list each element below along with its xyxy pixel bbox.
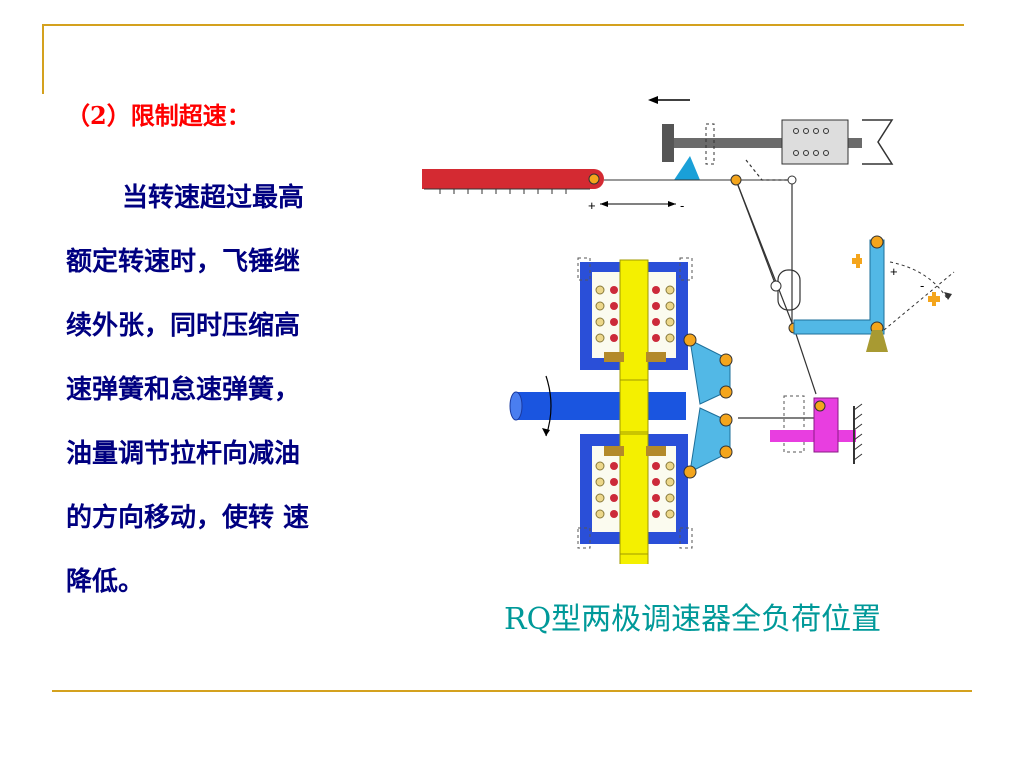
control-rod [662,119,894,180]
rack-travel-indicator: + - [588,198,684,213]
body-text: 当转速超过最高 额定转速时，飞锤继 续外张，同时压缩高 速弹簧和怠速弹簧， 油量… [66,166,386,614]
linkage [735,159,817,419]
plus-label: + [588,198,596,213]
body-line: 当转速超过最高 [122,183,305,213]
fuel-rack [422,169,790,194]
stop-screw-icon [852,254,862,268]
sliding-block [770,395,863,464]
left-rule [42,24,44,94]
body-line: 续外张，同时压缩高 [66,311,301,341]
body-line: 的方向移动，使转 速 [66,503,310,533]
top-rule [42,24,964,26]
body-line: 降低。 [66,567,145,597]
bottom-rule [52,690,972,692]
body-line: 额定转速时，飞锤继 [66,247,301,277]
flyweight-assembly [509,257,733,564]
body-line: 油量调节拉杆向减油 [66,439,301,469]
governor-diagram: + - + - [422,96,955,564]
diagram-caption: RQ型两极调速器全负荷位置 [504,602,882,637]
minus-label: - [680,198,684,213]
guide-lever: + - [793,235,955,352]
stop-screw-icon [928,292,940,306]
plus-label: + [890,264,898,279]
direction-arrow-icon [648,96,690,104]
minus-label: - [920,278,924,293]
slide-heading: （2）限制超速： [66,101,251,130]
body-line: 速弹簧和怠速弹簧， [66,375,301,405]
